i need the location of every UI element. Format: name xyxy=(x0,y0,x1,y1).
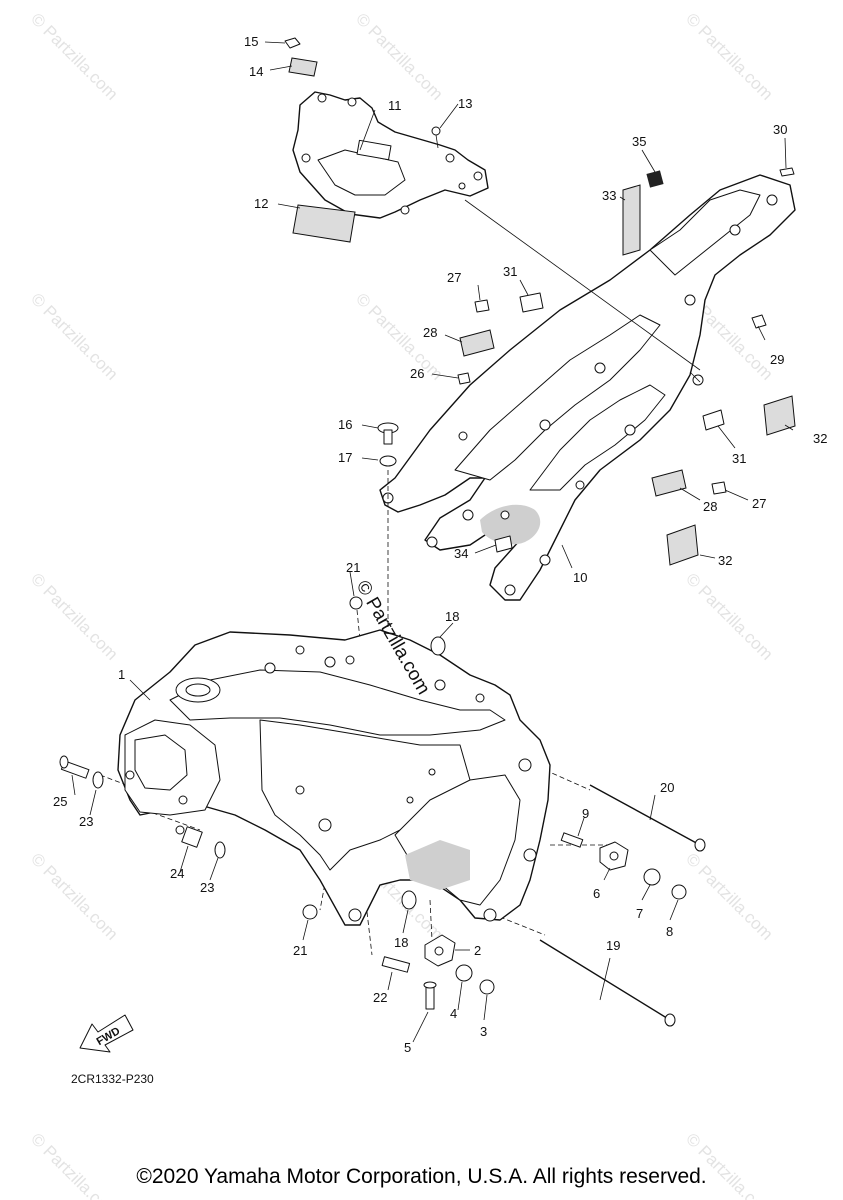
part-collar-24 xyxy=(181,826,203,848)
watermark-text: © Partzilla.com xyxy=(682,569,776,663)
callout-8: 8 xyxy=(666,924,673,939)
callout-31: 31 xyxy=(503,264,517,279)
callout-10: 10 xyxy=(573,570,587,585)
callout-9: 9 xyxy=(582,806,589,821)
part-sticker-28 xyxy=(651,469,687,497)
part-sticker-33 xyxy=(622,184,641,256)
callout-21: 21 xyxy=(293,943,307,958)
callout-27: 27 xyxy=(752,496,766,511)
callout-4: 4 xyxy=(450,1006,457,1021)
part-bolt-22 xyxy=(381,956,411,973)
part-clip-34 xyxy=(494,535,513,553)
callout-27: 27 xyxy=(447,270,461,285)
part-bracket-6 xyxy=(599,841,629,871)
part-cap-8 xyxy=(671,884,687,900)
callout-17: 17 xyxy=(338,450,352,465)
part-sticker-28 xyxy=(459,329,495,357)
callout-31: 31 xyxy=(732,451,746,466)
part-tab-15 xyxy=(284,37,301,49)
callout-20: 20 xyxy=(660,780,674,795)
part-bracket-11 xyxy=(292,91,489,219)
watermark-text: © Partzilla.com xyxy=(682,849,776,943)
callout-22: 22 xyxy=(373,990,387,1005)
watermark-text: © Partzilla.com xyxy=(27,289,121,383)
watermark-text: © Partzilla.com xyxy=(682,9,776,103)
part-main-frame-1 xyxy=(117,629,551,926)
callout-6: 6 xyxy=(593,886,600,901)
callout-28: 28 xyxy=(703,499,717,514)
part-nut-21 xyxy=(349,596,363,610)
part-bolt-25 xyxy=(59,755,90,779)
callout-3: 3 xyxy=(480,1024,487,1039)
callout-29: 29 xyxy=(770,352,784,367)
callout-26: 26 xyxy=(410,366,424,381)
callout-19: 19 xyxy=(606,938,620,953)
watermark-text: © Partzilla.com xyxy=(352,9,446,103)
callout-34: 34 xyxy=(454,546,468,561)
part-tag-27 xyxy=(474,299,490,313)
callout-30: 30 xyxy=(773,122,787,137)
callout-13: 13 xyxy=(458,96,472,111)
part-bolt-9 xyxy=(560,832,584,848)
part-bolt-13 xyxy=(431,126,441,149)
callout-23: 23 xyxy=(79,814,93,829)
part-collar-7 xyxy=(643,868,661,886)
callout-16: 16 xyxy=(338,417,352,432)
callout-32: 32 xyxy=(813,431,827,446)
part-bush-18 xyxy=(401,890,417,910)
watermark-text: © Partzilla.com xyxy=(27,569,121,663)
diagram-code: 2CR1332-P230 xyxy=(71,1072,154,1086)
callout-5: 5 xyxy=(404,1040,411,1055)
callout-11: 11 xyxy=(388,98,402,113)
part-washer-23 xyxy=(92,771,104,789)
part-tag-30 xyxy=(779,167,795,177)
part-sticker-32 xyxy=(763,395,796,436)
part-pad-12 xyxy=(292,204,356,243)
copyright-notice: ©2020 Yamaha Motor Corporation, U.S.A. A… xyxy=(136,1165,707,1188)
callout-15: 15 xyxy=(244,34,258,49)
watermark-text: © Partzilla.com xyxy=(27,9,121,103)
part-tag-31 xyxy=(702,409,725,431)
callout-2: 2 xyxy=(474,943,481,958)
callout-7: 7 xyxy=(636,906,643,921)
callout-35: 35 xyxy=(632,134,646,149)
part-cap-3 xyxy=(479,979,495,995)
fwd-label: FWD xyxy=(95,1025,123,1048)
part-tag-27 xyxy=(711,481,727,495)
part-tag-31 xyxy=(519,292,544,313)
callout-33: 33 xyxy=(602,188,616,203)
callout-numbers: 1 2 3 4 5 6 7 8 9 10 11 12 13 14 15 16 1… xyxy=(53,34,827,1055)
part-collar-4 xyxy=(455,964,473,982)
callout-18: 18 xyxy=(394,935,408,950)
part-bolt-16 xyxy=(377,422,399,445)
fwd-arrow-icon: FWD xyxy=(79,1014,134,1053)
part-collar-17 xyxy=(379,455,397,467)
part-bolt-5 xyxy=(423,981,437,1010)
part-tag-29 xyxy=(751,314,767,329)
leader-lines xyxy=(71,41,794,1043)
part-bush-18 xyxy=(430,636,446,656)
callout-14: 14 xyxy=(249,64,263,79)
part-shaft-20 xyxy=(589,784,706,852)
part-bracket-2 xyxy=(424,934,456,967)
part-tag-26 xyxy=(457,372,471,385)
part-clip-35 xyxy=(646,170,664,188)
callout-23: 23 xyxy=(200,880,214,895)
part-sticker-32 xyxy=(666,524,699,566)
callout-32: 32 xyxy=(718,553,732,568)
callout-24: 24 xyxy=(170,866,184,881)
callout-28: 28 xyxy=(423,325,437,340)
part-subframe-10 xyxy=(379,174,796,601)
callout-18: 18 xyxy=(445,609,459,624)
callout-12: 12 xyxy=(254,196,268,211)
part-label-14 xyxy=(288,57,318,77)
part-washer-23 xyxy=(214,841,226,859)
callout-1: 1 xyxy=(118,667,125,682)
callout-25: 25 xyxy=(53,794,67,809)
watermark-text: © Partzilla.com xyxy=(27,849,121,943)
callout-21: 21 xyxy=(346,560,360,575)
part-nut-21 xyxy=(302,904,318,920)
